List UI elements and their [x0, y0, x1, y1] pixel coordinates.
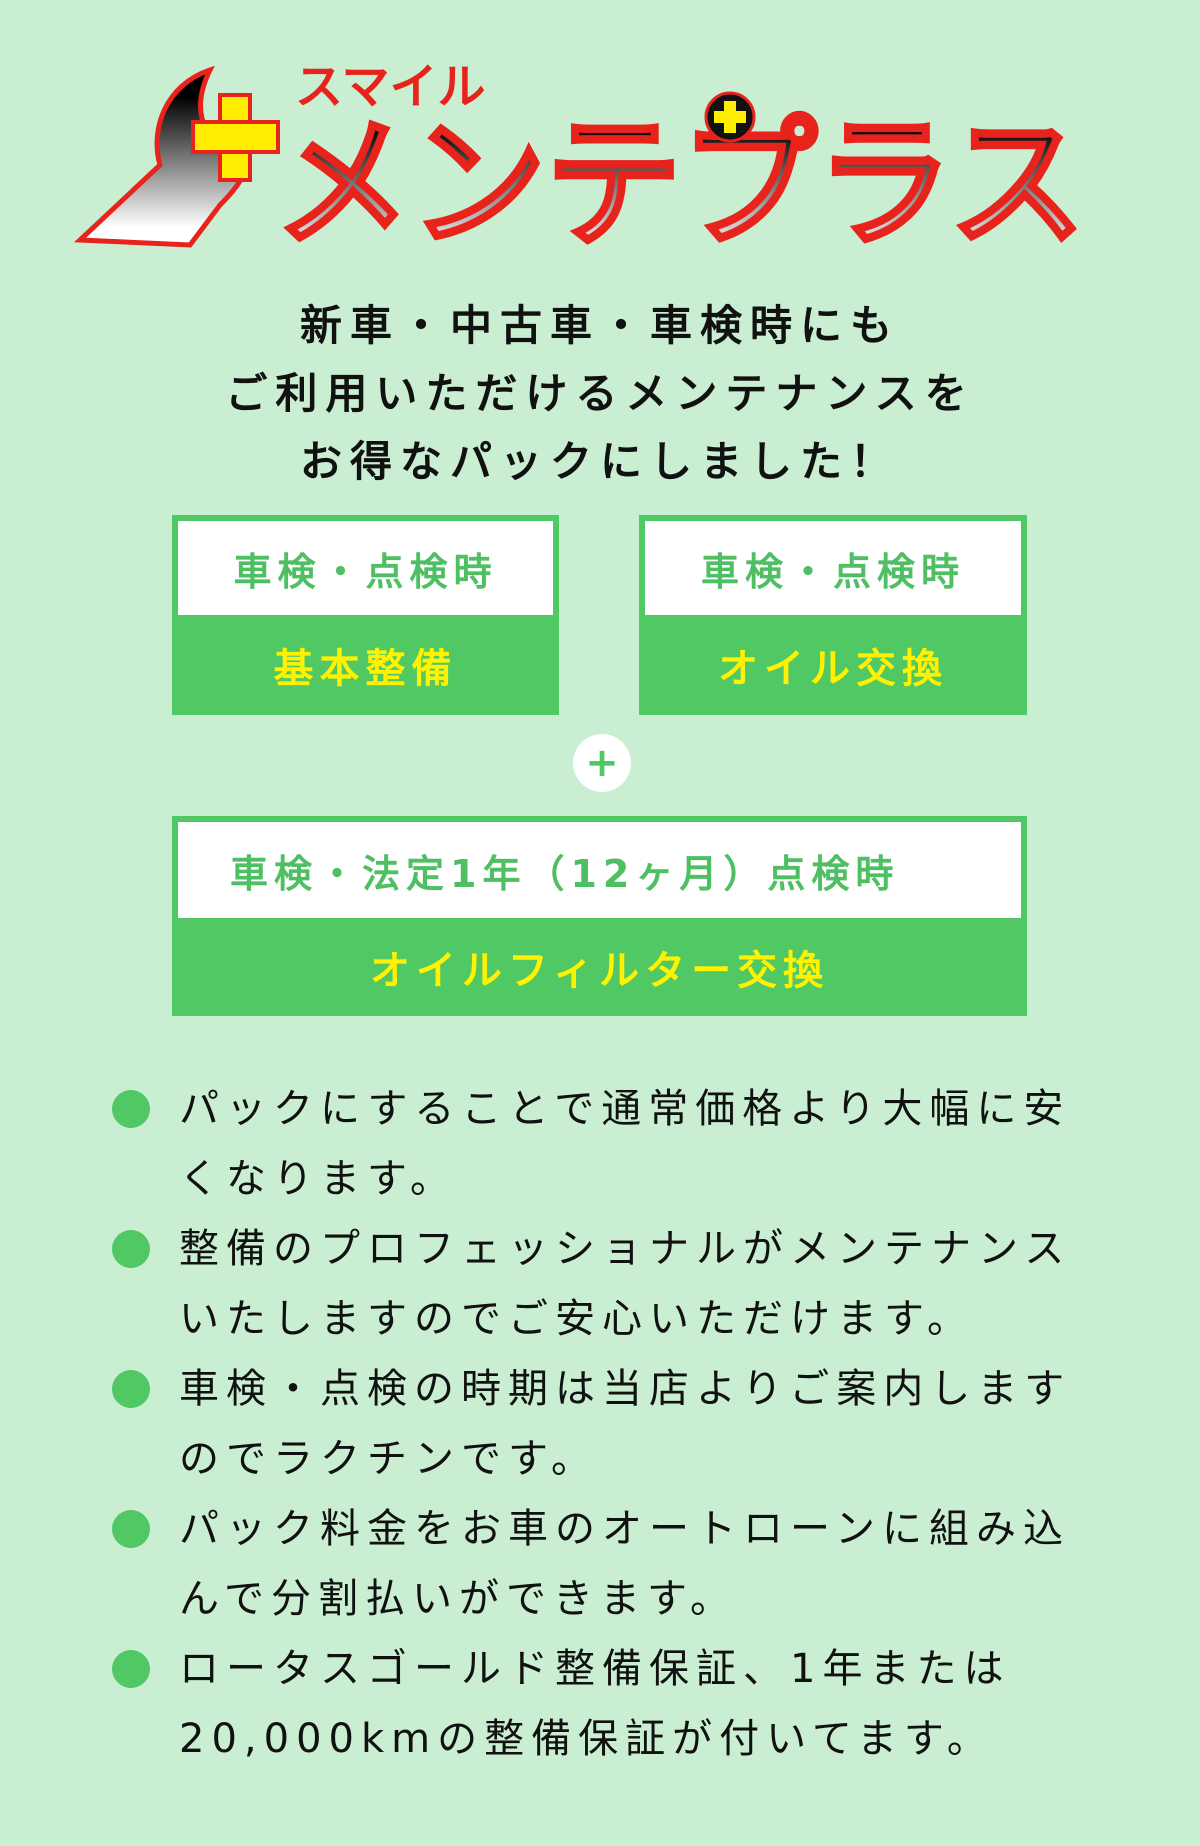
- list-item: パック料金をお車のオートローンに組み込んで分割払いができます。: [112, 1494, 1104, 1634]
- list-item: パックにすることで通常価格より大幅に安くなります。: [112, 1074, 1104, 1214]
- list-item: ロータスゴールド整備保証、1年または20,000kmの整備保証が付いてます。: [112, 1634, 1104, 1774]
- smile-mainte-plus-logo: スマイル メンテプラス: [73, 59, 1087, 255]
- headline-line: 新車・中古車・車検時にも: [299, 301, 900, 350]
- pack-timing: 車検・点検時: [178, 521, 553, 615]
- benefits-list: パックにすることで通常価格より大幅に安くなります。 整備のプロフェッショナルがメ…: [112, 1074, 1112, 1774]
- headline: 新車・中古車・車検時にも ご利用いただけるメンテナンスを お得なパックにしました…: [0, 292, 1200, 496]
- pack-service: オイル交換: [718, 646, 948, 692]
- headline-line: お得なパックにしました！: [299, 437, 900, 486]
- pack-service: オイルフィルター交換: [369, 948, 830, 994]
- pack-timing: 車検・点検時: [645, 521, 1021, 615]
- bullet-dot-icon: [112, 1650, 150, 1688]
- benefit-text: パック料金をお車のオートローンに組み込んで分割払いができます。: [179, 1506, 1070, 1622]
- bullet-dot-icon: [112, 1230, 150, 1268]
- bullet-dot-icon: [112, 1510, 150, 1548]
- benefit-text: ロータスゴールド整備保証、1年または20,000kmの整備保証が付いてます。: [179, 1646, 1011, 1762]
- pack-oil-change: 車検・点検時 オイル交換: [639, 515, 1027, 715]
- small-yellow-cross-icon: [704, 91, 756, 143]
- plus-icon: +: [573, 734, 631, 792]
- list-item: 車検・点検の時期は当店よりご案内しますのでラクチンです。: [112, 1354, 1104, 1494]
- logo-main-text: メンテプラス: [275, 102, 1085, 255]
- pack-service: 基本整備: [273, 646, 458, 692]
- pack-oil-filter: 車検・法定1年（12ヶ月）点検時 オイルフィルター交換: [172, 816, 1027, 1016]
- pack-timing: 車検・法定1年（12ヶ月）点検時: [178, 822, 1021, 918]
- benefit-text: 車検・点検の時期は当店よりご案内しますのでラクチンです。: [179, 1366, 1072, 1482]
- pack-basic-maintenance: 車検・点検時 基本整備: [172, 515, 559, 715]
- benefit-text: パックにすることで通常価格より大幅に安くなります。: [179, 1086, 1071, 1202]
- yellow-cross-icon: [191, 93, 280, 182]
- logo-small-text: スマイル: [295, 59, 486, 115]
- list-item: 整備のプロフェッショナルがメンテナンスいたしますのでご安心いただけます。: [112, 1214, 1104, 1354]
- wrench-shape: [73, 65, 249, 248]
- bullet-dot-icon: [112, 1370, 150, 1408]
- benefit-text: 整備のプロフェッショナルがメンテナンスいたしますのでご安心いただけます。: [179, 1226, 1072, 1342]
- headline-line: ご利用いただけるメンテナンスを: [225, 369, 975, 418]
- bullet-dot-icon: [112, 1090, 150, 1128]
